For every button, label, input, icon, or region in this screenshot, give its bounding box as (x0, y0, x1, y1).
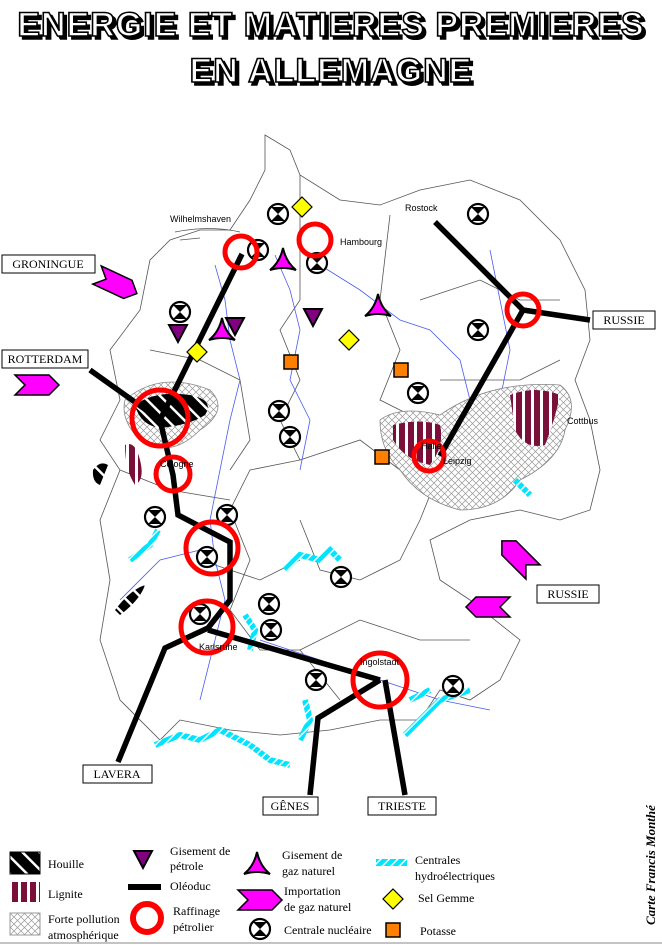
city-rostock: Rostock (405, 203, 438, 213)
legend-lignite-swatch (10, 882, 40, 902)
origin-russie-north: RUSSIE (603, 313, 644, 327)
svg-text:Raffinage: Raffinage (173, 904, 220, 918)
legend: Houille Lignite Forte pollution atmosphé… (0, 844, 662, 944)
origin-groningue: GRONINGUE (12, 257, 83, 271)
legend-refinery-icon (130, 901, 164, 935)
legend-nuclear-icon (248, 917, 272, 941)
svg-text:Centrales: Centrales (415, 853, 461, 867)
salt-icon (338, 329, 360, 351)
origin-boxes: GRONINGUE ROTTERDAM RUSSIE RUSSIE LAVERA… (1, 254, 656, 816)
gas-import-arrow-russie (494, 533, 541, 580)
svg-text:Importation: Importation (284, 884, 341, 898)
pipelines (88, 220, 591, 796)
city-cologne: Cologne (160, 459, 194, 469)
svg-text:Gisement de: Gisement de (170, 844, 230, 858)
origin-rotterdam: ROTTERDAM (8, 352, 83, 366)
gas-import-arrow-rotterdam (14, 374, 60, 396)
city-labels: Wilhelmshaven Hambourg Rostock Cologne H… (160, 203, 599, 667)
legend-salt-icon (382, 888, 404, 910)
gas-import-arrow-russie-2 (465, 596, 511, 618)
svg-text:de gaz naturel: de gaz naturel (284, 900, 352, 914)
title-line-2: EN ALLEMAGNE (190, 52, 473, 90)
origin-russie-east: RUSSIE (547, 587, 588, 601)
gas-deposit-icon (269, 247, 297, 271)
origin-lavera: LAVERA (93, 767, 140, 781)
map-credit: Carte Francis Monthé (643, 804, 658, 925)
origin-trieste: TRIESTE (378, 799, 426, 813)
svg-text:Centrale nucléaire: Centrale nucléaire (284, 923, 372, 937)
city-leipzig: Leipzig (443, 456, 472, 466)
city-karlsruhe: Karlsruhe (199, 642, 238, 652)
potash-icon (393, 362, 409, 378)
svg-text:Oléoduc: Oléoduc (170, 879, 211, 893)
svg-text:Potasse: Potasse (420, 924, 456, 938)
city-halle: Halle (421, 441, 442, 451)
potash-icon (374, 449, 390, 465)
salt-icon (291, 196, 313, 218)
legend-gas-icon (243, 851, 271, 875)
svg-text:Forte pollution: Forte pollution (48, 912, 120, 926)
legend-houille: Houille (48, 857, 84, 871)
legend-pipeline-swatch (128, 884, 161, 890)
legend-potash-icon (385, 922, 401, 938)
oil-deposit-icon (168, 324, 188, 343)
city-ingolstadt: Ingolstadt (360, 657, 400, 667)
title-line-1: ENERGIE ET MATIERES PREMIERES (17, 6, 644, 44)
svg-text:atmosphérique: atmosphérique (48, 928, 119, 942)
legend-pollution-swatch (9, 912, 41, 936)
svg-text:Gisement de: Gisement de (282, 848, 342, 862)
svg-text:Sel Gemme: Sel Gemme (418, 891, 474, 905)
svg-text:pétrolier: pétrolier (173, 920, 214, 934)
svg-text:hydroélectriques: hydroélectriques (415, 869, 495, 883)
gas-import-arrow-groningue (92, 265, 142, 304)
svg-text:pétrole: pétrole (170, 859, 203, 873)
gas-deposit-icon (364, 293, 392, 317)
map-title: ENERGIE ET MATIERES PREMIERES EN ALLEMAG… (17, 5, 645, 91)
city-hambourg: Hambourg (340, 237, 382, 247)
legend-import-icon (236, 889, 284, 911)
oil-deposit-icon (303, 308, 323, 327)
legend-lignite: Lignite (48, 887, 83, 901)
origin-genes: GÊNES (271, 799, 310, 813)
potash-icon (283, 354, 299, 370)
refineries (129, 221, 542, 710)
city-wilhelmshaven: Wilhelmshaven (170, 214, 231, 224)
svg-text:gaz naturel: gaz naturel (282, 864, 336, 878)
legend-coal-swatch (9, 851, 41, 875)
legend-hydro-swatch (376, 859, 407, 866)
legend-oil-icon (133, 850, 153, 869)
city-cottbus: Cottbus (567, 416, 599, 426)
